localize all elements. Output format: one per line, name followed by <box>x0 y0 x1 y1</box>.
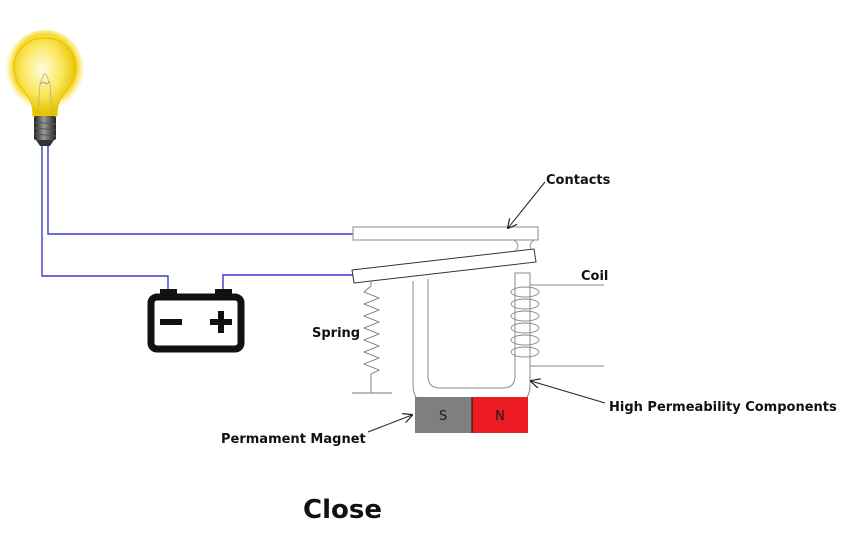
u-core <box>412 272 531 405</box>
permanent-magnet-label: Permament Magnet <box>221 432 366 447</box>
contacts-label: Contacts <box>546 173 611 188</box>
spring-label: Spring <box>312 326 360 341</box>
high-permeability-label: High Permeability Components <box>609 400 837 415</box>
coil-icon <box>510 284 604 367</box>
battery-negative-sign <box>160 319 182 325</box>
spring-icon <box>352 281 392 394</box>
diagram-title: Close <box>303 495 382 525</box>
high-permeability-arrow <box>531 381 606 404</box>
magnet-south-label: S <box>439 409 447 424</box>
battery-icon <box>147 289 245 353</box>
light-bulb-icon <box>5 30 85 146</box>
permanent-magnet-arrow <box>367 415 412 433</box>
permanent-magnet: S N <box>415 397 528 433</box>
circuit-wires <box>41 146 353 290</box>
magnet-north-pole <box>472 397 528 433</box>
magnet-north-label: N <box>495 409 505 424</box>
coil-label: Coil <box>581 269 608 284</box>
wire-battery-positive-to-armature <box>222 274 353 290</box>
magnet-south-pole <box>415 397 472 433</box>
wire-bulb-to-battery-negative <box>41 146 169 290</box>
fixed-contact <box>352 226 539 253</box>
wire-bulb-to-contacts <box>47 146 353 235</box>
label-arrows <box>367 181 606 433</box>
contacts-arrow <box>508 181 546 228</box>
armature-moving-contact <box>351 248 537 284</box>
